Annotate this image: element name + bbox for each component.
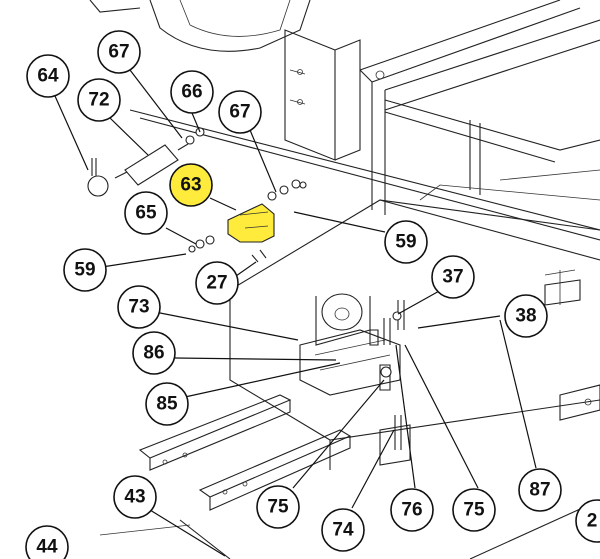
callout-59-left: 59 (63, 248, 107, 292)
callout-73: 73 (117, 285, 161, 329)
callout-85: 85 (145, 382, 189, 426)
svg-text:43: 43 (124, 487, 145, 508)
callout-67-top: 67 (97, 30, 141, 74)
svg-text:64: 64 (37, 66, 59, 87)
svg-text:38: 38 (515, 306, 536, 327)
callout-76: 76 (390, 488, 434, 532)
svg-text:66: 66 (181, 82, 202, 103)
svg-text:73: 73 (128, 297, 149, 318)
svg-text:2: 2 (587, 511, 598, 532)
svg-text:75: 75 (463, 500, 485, 521)
callout-44: 44 (25, 525, 69, 559)
svg-text:44: 44 (36, 537, 58, 558)
callout-59-right: 59 (384, 220, 428, 264)
svg-text:85: 85 (156, 394, 178, 415)
svg-text:65: 65 (135, 203, 157, 224)
callout-72: 72 (77, 78, 121, 122)
callout-43: 43 (113, 475, 157, 519)
callout-74: 74 (321, 508, 365, 552)
svg-text:75: 75 (267, 497, 289, 518)
callout-64: 64 (26, 54, 70, 98)
svg-text:37: 37 (442, 267, 463, 288)
highlighted-part-63 (227, 203, 275, 243)
callout-67-right: 67 (218, 90, 262, 134)
svg-text:59: 59 (74, 260, 95, 281)
callout-63-highlighted: 63 (169, 163, 213, 207)
callout-75-right: 75 (452, 488, 496, 532)
svg-text:59: 59 (395, 232, 416, 253)
callout-65: 65 (124, 191, 168, 235)
svg-text:74: 74 (332, 520, 354, 541)
svg-text:87: 87 (529, 480, 550, 501)
svg-text:27: 27 (206, 273, 227, 294)
svg-text:72: 72 (88, 90, 109, 111)
svg-text:67: 67 (108, 42, 129, 63)
callout-2-partial: 2 (575, 499, 600, 543)
line-drawing (87, 0, 600, 559)
leader-lines (54, 69, 537, 557)
callout-37: 37 (431, 255, 475, 299)
callout-86: 86 (132, 331, 176, 375)
svg-text:86: 86 (143, 343, 164, 364)
callout-87: 87 (518, 468, 562, 512)
callout-75-left: 75 (256, 485, 300, 529)
svg-text:76: 76 (401, 500, 422, 521)
callout-27: 27 (195, 261, 239, 305)
callout-66: 66 (170, 70, 214, 114)
svg-text:67: 67 (229, 102, 250, 123)
svg-text:63: 63 (180, 175, 201, 196)
callout-38: 38 (504, 294, 548, 338)
